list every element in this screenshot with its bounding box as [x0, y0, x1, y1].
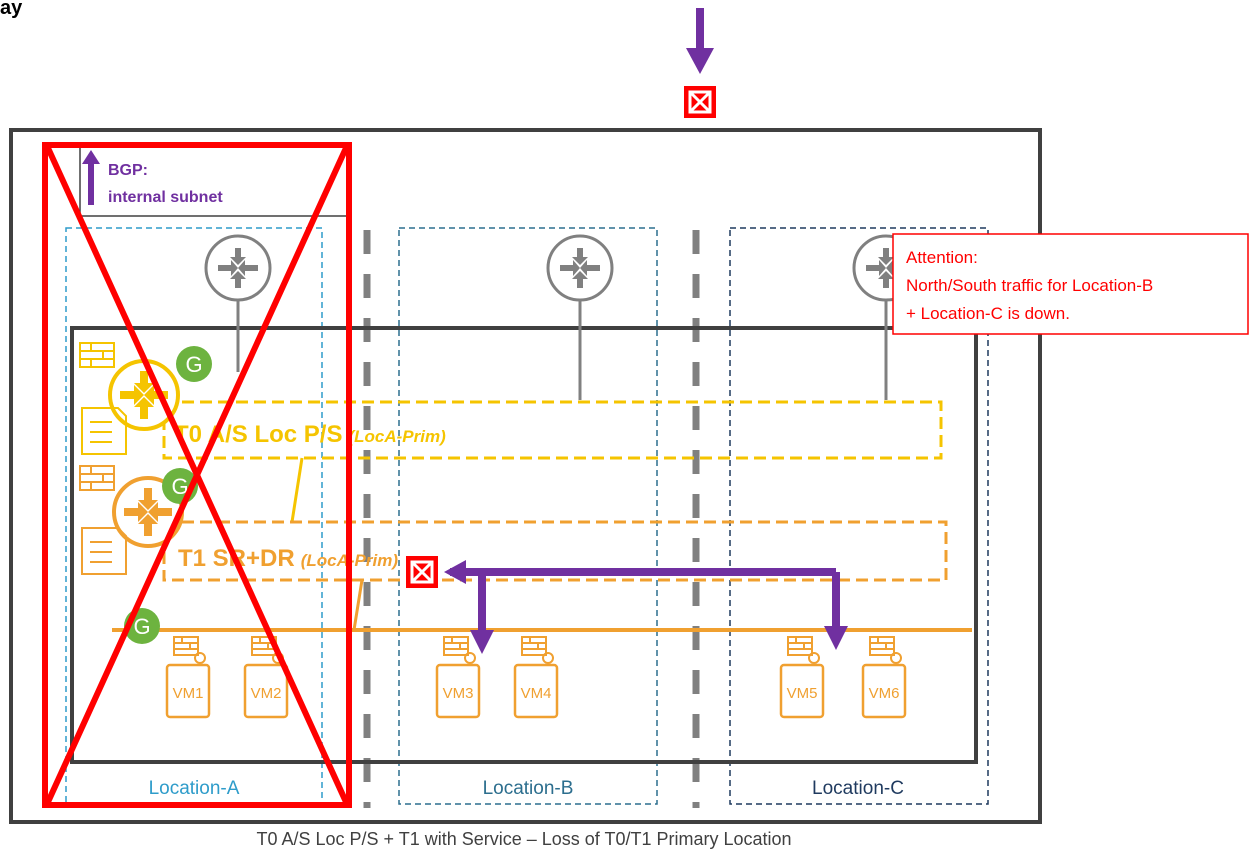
location-a-failure-x	[42, 142, 352, 808]
blocked-icon-t1	[406, 556, 438, 588]
vm-label: VM5	[787, 685, 818, 702]
vm-6: VM6	[861, 636, 907, 719]
vm-box	[165, 663, 211, 719]
east-west-traffic	[444, 560, 848, 654]
vm-firewall-icon	[251, 636, 284, 664]
attention-line2: North/South traffic for Location-B	[906, 276, 1153, 295]
t1-nat-icon	[81, 527, 127, 575]
vm-label: VM6	[869, 685, 900, 702]
t1-firewall-icon	[79, 465, 115, 491]
vm-3: VM3	[435, 636, 481, 719]
router-icon-a	[204, 234, 272, 302]
top-clipped-text: ay	[0, 0, 23, 19]
vm-box	[779, 663, 825, 719]
segment-gateway-letter: G	[133, 614, 150, 639]
location-b-label: Location-B	[483, 778, 574, 799]
vm-firewall-icon	[173, 636, 206, 664]
vm-box	[435, 663, 481, 719]
attention-callout: Attention: North/South traffic for Locat…	[892, 233, 1249, 335]
attention-line3: + Location-C is down.	[906, 304, 1070, 323]
t0-box	[162, 400, 943, 460]
bgp-line2: internal subnet	[108, 189, 223, 206]
t1-gateway-letter: G	[171, 474, 188, 499]
vm-4: VM4	[513, 636, 559, 719]
vm-firewall-icon	[521, 636, 554, 664]
t0-label-main: T0 A/S Loc P/S	[174, 421, 342, 448]
vm-firewall-icon	[869, 636, 902, 664]
t0-firewall-icon	[79, 342, 115, 368]
t1-segment-link	[352, 579, 364, 631]
inner-frame	[70, 326, 978, 764]
vm-box	[861, 663, 907, 719]
t0-gateway-badge: G	[176, 346, 212, 382]
location-c-box	[729, 227, 989, 805]
blocked-icon-top	[684, 86, 716, 118]
vm-box	[243, 663, 289, 719]
t0-t1-link	[290, 457, 304, 523]
outer-frame	[9, 128, 1042, 824]
vm-1: VM1	[165, 636, 211, 719]
diagram-caption: T0 A/S Loc P/S + T1 with Service – Loss …	[256, 829, 791, 849]
vm-label: VM1	[173, 685, 204, 702]
location-a-label: Location-A	[149, 778, 240, 799]
vm-layer: VM1 VM2 VM3 VM4 VM5 VM6	[165, 636, 907, 719]
router-icon-b	[546, 234, 614, 302]
vm-firewall-icon	[787, 636, 820, 664]
north-south-entry	[684, 8, 716, 118]
t0-label-sub: (LocA-Prim)	[348, 427, 446, 446]
vm-5: VM5	[779, 636, 825, 719]
vm-label: VM3	[443, 685, 474, 702]
t1-box	[162, 520, 948, 582]
t0-gateway-letter: G	[185, 352, 202, 377]
vm-box	[513, 663, 559, 719]
t0-nat-icon	[81, 407, 127, 455]
attention-line1: Attention:	[906, 248, 978, 267]
vm-label: VM4	[521, 685, 552, 702]
vm-label: VM2	[251, 685, 282, 702]
location-b-box	[398, 227, 658, 805]
bgp-line1: BGP:	[108, 162, 148, 179]
t0-router-icon	[108, 359, 180, 431]
t0-label: T0 A/S Loc P/S (LocA-Prim)	[174, 421, 446, 448]
location-c-label: Location-C	[812, 778, 904, 799]
bgp-legend: BGP: internal subnet	[79, 142, 351, 217]
vm-firewall-icon	[443, 636, 476, 664]
vm-2: VM2	[243, 636, 289, 719]
